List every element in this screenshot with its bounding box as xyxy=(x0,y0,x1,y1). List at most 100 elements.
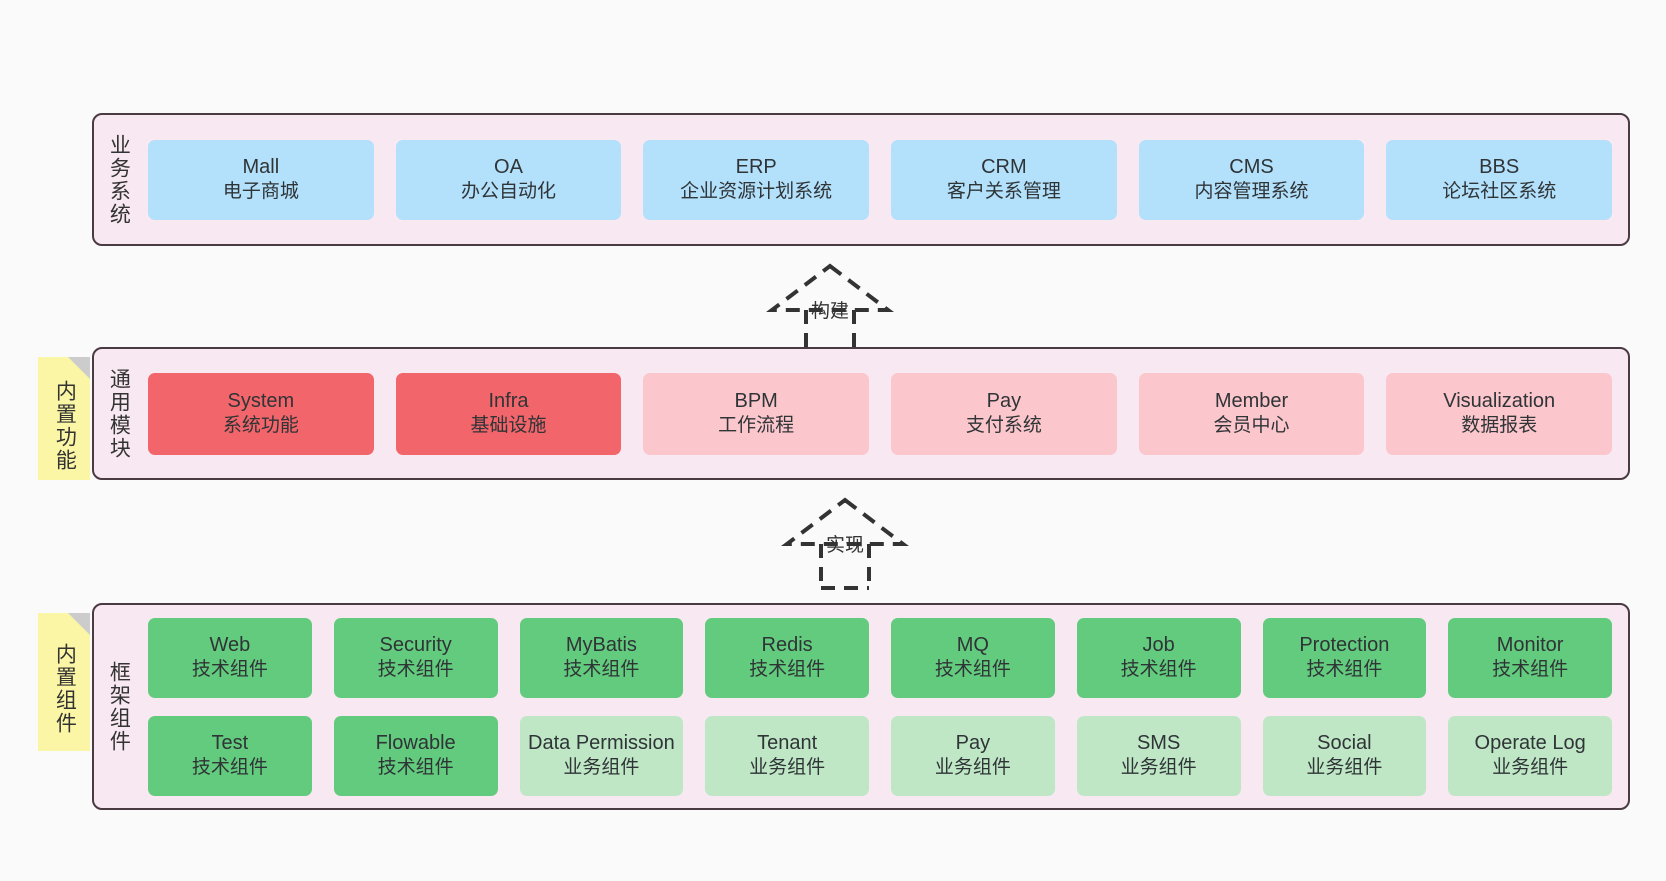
card-subtitle: 电子商城 xyxy=(222,181,299,203)
card-subtitle: 技术组件 xyxy=(377,659,454,681)
card-subtitle: 技术组件 xyxy=(191,757,268,779)
module-card-bpm[interactable]: BPM 工作流程 xyxy=(643,372,870,455)
card-title: System xyxy=(227,390,295,413)
card-title: Operate Log xyxy=(1474,732,1586,755)
card-title: Mall xyxy=(242,156,280,179)
layer-common-modules: 通用模块 System 系统功能 Infra 基础设施 BPM 工作流程 Pay… xyxy=(92,347,1630,480)
card-subtitle: 业务组件 xyxy=(1120,757,1197,779)
card-title: Test xyxy=(211,732,249,755)
component-card-sms[interactable]: SMS 业务组件 xyxy=(1076,715,1241,796)
component-card-tenant[interactable]: Tenant 业务组件 xyxy=(705,715,869,796)
card-subtitle: 业务组件 xyxy=(749,757,826,779)
card-title: Visualization xyxy=(1443,390,1556,413)
card-title: BBS xyxy=(1479,156,1520,179)
card-subtitle: 基础设施 xyxy=(470,415,547,437)
component-card-protection[interactable]: Protection 技术组件 xyxy=(1262,617,1427,698)
card-title: ERP xyxy=(735,156,777,179)
card-subtitle: 业务组件 xyxy=(563,757,640,779)
card-row: Web 技术组件 Security 技术组件 MyBatis 技术组件 Redi… xyxy=(148,617,1612,698)
note-fold-corner-icon xyxy=(68,613,90,635)
layer-body-business-systems: Mall 电子商城 OA 办公自动化 ERP 企业资源计划系统 CRM 客户关系… xyxy=(142,115,1628,244)
card-title: OA xyxy=(494,156,523,179)
card-title: Social xyxy=(1317,732,1372,755)
layer-title-framework-components: 框架组件 xyxy=(107,660,131,753)
card-subtitle: 技术组件 xyxy=(563,659,640,681)
card-subtitle: 论坛社区系统 xyxy=(1442,181,1557,203)
card-subtitle: 业务组件 xyxy=(1306,757,1383,779)
card-title: BPM xyxy=(734,390,778,413)
module-card-mall[interactable]: Mall 电子商城 xyxy=(148,139,374,220)
card-title: Flowable xyxy=(375,732,456,755)
card-subtitle: 企业资源计划系统 xyxy=(680,181,833,203)
card-subtitle: 数据报表 xyxy=(1461,415,1538,437)
card-row: Mall 电子商城 OA 办公自动化 ERP 企业资源计划系统 CRM 客户关系… xyxy=(148,139,1613,220)
card-subtitle: 技术组件 xyxy=(1120,659,1197,681)
note-builtin-components-label: 内置组件 xyxy=(53,643,77,735)
component-card-flowable[interactable]: Flowable 技术组件 xyxy=(333,715,498,796)
card-title: Monitor xyxy=(1496,634,1564,657)
note-builtin-features-label: 内置功能 xyxy=(53,379,77,472)
card-row: System 系统功能 Infra 基础设施 BPM 工作流程 Pay 支付系统… xyxy=(148,372,1613,455)
component-card-mybatis[interactable]: MyBatis 技术组件 xyxy=(519,617,684,698)
module-card-erp[interactable]: ERP 企业资源计划系统 xyxy=(643,139,870,220)
card-title: Infra xyxy=(488,390,529,413)
layer-title-common-modules: 通用模块 xyxy=(107,367,131,460)
component-card-data-permission[interactable]: Data Permission 业务组件 xyxy=(519,715,684,796)
connector-implement: 实现 xyxy=(755,492,935,590)
note-builtin-components: 内置组件 xyxy=(38,613,90,751)
card-subtitle: 客户关系管理 xyxy=(946,181,1061,203)
module-card-crm[interactable]: CRM 客户关系管理 xyxy=(891,139,1117,220)
card-title: CMS xyxy=(1229,156,1274,179)
module-card-pay[interactable]: Pay 支付系统 xyxy=(891,372,1117,455)
component-card-test[interactable]: Test 技术组件 xyxy=(148,715,312,796)
card-row: Test 技术组件 Flowable 技术组件 Data Permission … xyxy=(148,715,1612,796)
layer-body-framework-components: Web 技术组件 Security 技术组件 MyBatis 技术组件 Redi… xyxy=(142,605,1628,808)
note-builtin-features: 内置功能 xyxy=(38,357,90,480)
card-title: MyBatis xyxy=(565,634,637,657)
connector-build: 构建 xyxy=(740,258,920,356)
component-card-job[interactable]: Job 技术组件 xyxy=(1076,617,1241,698)
module-card-system[interactable]: System 系统功能 xyxy=(148,372,374,455)
module-card-cms[interactable]: CMS 内容管理系统 xyxy=(1138,139,1365,220)
card-title: MQ xyxy=(956,634,989,657)
card-subtitle: 支付系统 xyxy=(965,415,1042,437)
card-title: Security xyxy=(379,634,452,657)
module-card-infra[interactable]: Infra 基础设施 xyxy=(395,372,622,455)
component-card-security[interactable]: Security 技术组件 xyxy=(333,617,498,698)
card-subtitle: 业务组件 xyxy=(934,757,1011,779)
card-title: Data Permission xyxy=(528,732,675,755)
component-card-monitor[interactable]: Monitor 技术组件 xyxy=(1448,617,1612,698)
card-subtitle: 技术组件 xyxy=(749,659,826,681)
card-title: Pay xyxy=(986,390,1022,413)
card-subtitle: 技术组件 xyxy=(1306,659,1383,681)
card-title: Pay xyxy=(955,732,991,755)
component-card-redis[interactable]: Redis 技术组件 xyxy=(705,617,869,698)
card-subtitle: 业务组件 xyxy=(1492,757,1569,779)
layer-business-systems: 业务系统 Mall 电子商城 OA 办公自动化 ERP 企业资源计划系统 CRM… xyxy=(92,113,1630,246)
layer-title-business-systems: 业务系统 xyxy=(107,133,131,226)
card-title: SMS xyxy=(1136,732,1181,755)
component-card-pay[interactable]: Pay 业务组件 xyxy=(891,715,1055,796)
card-title: Protection xyxy=(1299,634,1390,657)
module-card-visualization[interactable]: Visualization 数据报表 xyxy=(1386,372,1613,455)
card-title: CRM xyxy=(981,156,1027,179)
module-card-member[interactable]: Member 会员中心 xyxy=(1138,372,1365,455)
module-card-bbs[interactable]: BBS 论坛社区系统 xyxy=(1386,139,1613,220)
card-subtitle: 技术组件 xyxy=(191,659,268,681)
card-title: Job xyxy=(1142,634,1175,657)
card-subtitle: 会员中心 xyxy=(1213,415,1290,437)
note-fold-corner-icon xyxy=(68,357,90,379)
card-subtitle: 内容管理系统 xyxy=(1194,181,1309,203)
layer-framework-components: 框架组件 Web 技术组件 Security 技术组件 MyBatis 技术组件… xyxy=(92,603,1630,810)
card-subtitle: 办公自动化 xyxy=(461,181,557,203)
connector-implement-shape xyxy=(781,497,909,590)
component-card-mq[interactable]: MQ 技术组件 xyxy=(891,617,1055,698)
layer-body-common-modules: System 系统功能 Infra 基础设施 BPM 工作流程 Pay 支付系统… xyxy=(142,349,1628,478)
card-subtitle: 技术组件 xyxy=(377,757,454,779)
card-title: Member xyxy=(1214,390,1289,413)
component-card-web[interactable]: Web 技术组件 xyxy=(148,617,312,698)
module-card-oa[interactable]: OA 办公自动化 xyxy=(395,139,622,220)
component-card-social[interactable]: Social 业务组件 xyxy=(1262,715,1427,796)
component-card-operate-log[interactable]: Operate Log 业务组件 xyxy=(1448,715,1612,796)
